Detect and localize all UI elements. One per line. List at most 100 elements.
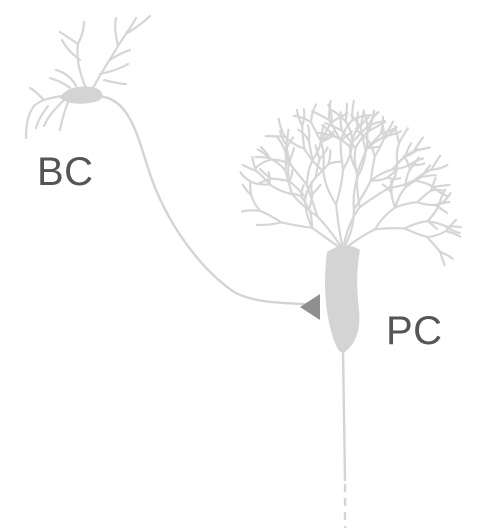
basket-cell-dendrite xyxy=(42,98,66,128)
purkinje-cell-label: PC xyxy=(386,309,443,353)
basket-cell-dendrites xyxy=(24,14,152,140)
purkinje-cell-dendrite xyxy=(408,156,420,171)
purkinje-cell-dendrite xyxy=(277,117,286,138)
purkinje-cell-dendrite xyxy=(394,201,419,209)
basket-cell-dendrite xyxy=(60,38,82,62)
purkinje-cell-dendrite xyxy=(305,183,319,218)
purkinje-cell-dendrite xyxy=(413,179,435,189)
purkinje-cell-dendrite xyxy=(438,192,452,206)
basket-cell-dendrite xyxy=(48,76,72,90)
purkinje-cell-dendrite xyxy=(426,229,447,239)
purkinje-cell-dendrite xyxy=(251,155,258,173)
purkinje-cell-dendrite xyxy=(419,174,437,179)
purkinje-cell-dendrite xyxy=(403,147,419,158)
purkinje-cell-dendrite xyxy=(408,162,426,167)
purkinje-cell-dendrite xyxy=(285,143,292,166)
purkinje-cell-dendrite xyxy=(439,250,446,267)
purkinje-cell-dendrite xyxy=(321,124,335,137)
purkinje-cell-dendrite xyxy=(327,160,344,165)
purkinje-cell-dendrite xyxy=(307,139,314,161)
purkinje-cell-dendrite xyxy=(386,176,402,180)
purkinje-cell-dendrite xyxy=(331,109,347,123)
purkinje-cell-dendrite xyxy=(429,188,446,193)
purkinje-cell-dendrite xyxy=(250,193,261,212)
purkinje-cell-dendrite xyxy=(403,220,429,230)
purkinje-cell-dendrite xyxy=(300,184,305,198)
purkinje-cell-axon xyxy=(341,348,347,482)
purkinje-cell-dendrite xyxy=(430,154,442,171)
purkinje-cell-dendrite xyxy=(356,148,367,178)
purkinje-cell-dendrite xyxy=(404,176,423,189)
purkinje-cell-dendrite xyxy=(248,180,253,197)
purkinje-cell-dendrite xyxy=(383,120,395,138)
purkinje-cell-dendrite xyxy=(344,102,348,123)
purkinje-cell-dendrite xyxy=(310,180,314,196)
purkinje-cell-dendrite xyxy=(356,115,370,130)
purkinje-cell-dendrite xyxy=(284,149,288,172)
purkinje-cell-dendrite xyxy=(289,163,308,186)
purkinje-cell-dendrite xyxy=(311,110,330,121)
purkinje-cell-dendrite xyxy=(416,201,437,207)
purkinje-cell-dendrite xyxy=(267,171,271,186)
purkinje-cell-dendrite xyxy=(389,179,393,195)
basket-cell-dendrite xyxy=(90,16,138,92)
purkinje-cell-dendrite xyxy=(264,134,286,138)
purkinje-cell-dendrite xyxy=(432,183,451,189)
purkinje-cell-dendrite xyxy=(322,170,338,206)
purkinje-cell-dendrite xyxy=(359,127,367,151)
purkinje-cell-dendrite xyxy=(359,111,365,130)
purkinje-cell-dendrite xyxy=(381,123,385,141)
purkinje-cell-dendrite xyxy=(416,189,432,204)
purkinje-cell-body xyxy=(324,245,360,353)
purkinje-cell-dendrite xyxy=(352,179,372,211)
basket-cell-dendrite xyxy=(58,30,80,46)
purkinje-cell-dendrite xyxy=(284,169,294,196)
purkinje-cell-dendrite xyxy=(339,139,345,171)
purkinje-cell-dendrite xyxy=(369,176,389,182)
purkinje-cell-dendrite xyxy=(301,124,306,150)
purkinje-cell-dendrite xyxy=(304,176,317,199)
purkinje-cell-dendrite xyxy=(339,111,343,132)
purkinje-cell-dendrite xyxy=(284,136,295,153)
purkinje-cell-dendrite xyxy=(426,203,441,223)
purkinje-cell-dendrite xyxy=(327,149,332,165)
purkinje-cell-dendrite xyxy=(358,186,391,209)
purkinje-cell-dendrite xyxy=(332,134,351,148)
purkinje-cell-dendrite xyxy=(309,103,318,124)
basket-cell-axon xyxy=(96,94,306,306)
purkinje-cell-dendrite xyxy=(304,196,314,229)
purkinje-cell-dendrite xyxy=(430,163,449,171)
purkinje-cell-dendrite xyxy=(395,141,401,165)
basket-cell-dendrite xyxy=(76,42,88,90)
purkinje-cell-dendrite xyxy=(379,126,398,135)
purkinje-cell-dendrite xyxy=(303,147,325,173)
purkinje-cell-dendrite xyxy=(324,122,343,132)
purkinje-cell-dendrite xyxy=(255,221,283,227)
purkinje-cell-dendrite xyxy=(402,155,412,171)
purkinje-cell-dendrite xyxy=(335,168,345,206)
purkinje-cell-dendrite xyxy=(354,127,369,141)
purkinje-cell-dendrite xyxy=(285,128,290,146)
purkinje-cell-dendrite xyxy=(320,140,325,173)
basket-cell-dendrite xyxy=(28,86,46,102)
purkinje-cell-dendrite xyxy=(394,186,407,209)
purkinje-cell-dendrite xyxy=(239,171,252,183)
purkinje-cell-dendrite xyxy=(444,229,462,238)
purkinje-cell-dendrite xyxy=(335,203,345,252)
purkinje-cell-dendrite xyxy=(373,138,385,158)
purkinje-cell-dendrite xyxy=(373,206,397,231)
purkinje-cell-dendrite xyxy=(258,209,283,224)
purkinje-cell-dendrite xyxy=(353,147,359,178)
purkinje-cell-dendrite xyxy=(390,191,397,209)
purkinje-cell-dendrite xyxy=(308,193,314,211)
basket-cell-dendrite xyxy=(54,68,78,88)
purkinje-cell-dendrite xyxy=(404,168,412,189)
purkinje-cell-dendrite xyxy=(311,140,322,161)
purkinje-cell-dendrite xyxy=(398,127,409,144)
purkinje-cell-dendrite xyxy=(291,193,319,218)
purkinje-cell-dendrite xyxy=(255,158,273,169)
purkinje-cell-dendrite xyxy=(249,180,271,186)
purkinje-cell-dendrite xyxy=(306,124,311,142)
purkinje-cell-dendrite xyxy=(269,158,292,166)
